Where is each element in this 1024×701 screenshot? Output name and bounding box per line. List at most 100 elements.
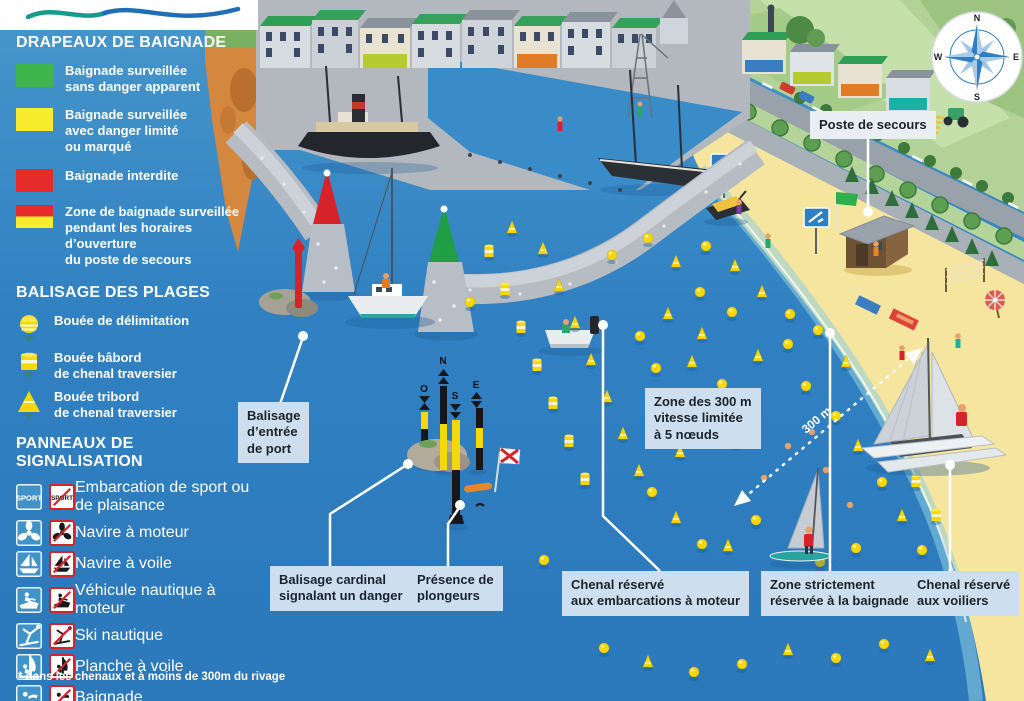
sphere-buoy bbox=[464, 296, 476, 311]
sphere-buoy bbox=[916, 544, 928, 559]
jetski-icon bbox=[16, 587, 42, 614]
windsurf-forbidden-icon bbox=[49, 654, 75, 681]
buoys-section-title: BALISAGE DES PLAGES bbox=[16, 283, 211, 301]
can-buoy bbox=[484, 244, 494, 261]
sphere-buoy bbox=[736, 658, 748, 673]
callout-chenal-moteur: Chenal réservé aux embarcations à moteur bbox=[562, 571, 750, 616]
wave-logo-blue bbox=[101, 6, 241, 18]
cardinal-south-letter: S bbox=[452, 391, 459, 402]
sailboat-icon bbox=[16, 551, 42, 578]
callout-zone-300m: Zone des 300 m vitesse limitée à 5 nœuds bbox=[645, 388, 761, 449]
cardinal-east-buoy bbox=[471, 392, 483, 470]
beach-towels bbox=[855, 295, 919, 331]
sphere-buoy bbox=[876, 476, 888, 491]
cone-buoy bbox=[617, 426, 629, 443]
buildings bbox=[260, 10, 664, 68]
sphere-buoy bbox=[642, 232, 654, 247]
cylinder-buoy-icon bbox=[21, 352, 37, 379]
legend-flag-row: Zone de baignade surveillée pendant les … bbox=[16, 204, 258, 268]
sphere-buoy bbox=[784, 308, 796, 323]
callout-presence-plongeurs: Présence de plongeurs bbox=[408, 566, 503, 611]
legend-flag-row: Baignade surveillée avec danger limité o… bbox=[16, 107, 258, 155]
cone-buoy bbox=[642, 654, 654, 671]
church-spire bbox=[660, 0, 688, 44]
road bbox=[678, 46, 1024, 238]
cone-buoy bbox=[674, 444, 686, 461]
yellow-flag-swatch bbox=[16, 108, 53, 132]
cone-buoy bbox=[896, 508, 908, 525]
port-beacon-red bbox=[298, 169, 358, 301]
motorboat bbox=[538, 316, 602, 356]
port-beacon-green bbox=[414, 205, 478, 341]
countryside bbox=[640, 0, 1024, 284]
cone-buoy-icon bbox=[18, 391, 40, 420]
sphere-buoy bbox=[646, 486, 658, 501]
sailboat-forbidden-icon bbox=[49, 551, 75, 578]
cone-buoy bbox=[696, 326, 708, 343]
callout-chenal-voiliers: Chenal réservé aux voiliers bbox=[908, 571, 1020, 616]
cardinal-east-letter: E bbox=[473, 380, 480, 391]
cone-buoy bbox=[924, 648, 936, 665]
cone-buoy bbox=[601, 389, 613, 406]
cone-buoy bbox=[852, 438, 864, 455]
sphere-buoy-icon bbox=[20, 314, 38, 342]
callout-dots bbox=[298, 207, 955, 510]
legend-flag-row: Baignade surveillée sans danger apparent bbox=[16, 63, 258, 95]
legend-buoy-row: Bouée de délimitation bbox=[16, 313, 258, 343]
volleyball-net bbox=[945, 258, 985, 292]
sphere-buoy bbox=[634, 330, 646, 345]
cone-buoy bbox=[537, 241, 549, 258]
cone-buoy bbox=[670, 510, 682, 527]
cone-buoy bbox=[633, 463, 645, 480]
red-yellow-flag-swatch bbox=[16, 204, 53, 228]
legend-flag-row: Baignade interdite bbox=[16, 168, 258, 192]
sign-row-motor: Navire à moteur bbox=[16, 520, 258, 547]
sphere-buoy bbox=[700, 240, 712, 255]
can-buoy bbox=[532, 358, 542, 375]
compass-n-label: N bbox=[974, 13, 981, 23]
waterski-icon bbox=[16, 623, 42, 650]
steamboat bbox=[298, 65, 440, 174]
can-buoy bbox=[911, 474, 921, 491]
wave-logo-teal bbox=[25, 9, 111, 20]
sphere-buoy bbox=[538, 554, 550, 569]
entrance-sailboat bbox=[345, 168, 435, 329]
waterski-forbidden-icon bbox=[49, 623, 75, 650]
can-buoy bbox=[500, 282, 510, 299]
parked-cars bbox=[779, 82, 815, 104]
callout-balisage-cardinal: Balisage cardinal signalant un danger bbox=[270, 566, 412, 611]
callout-connectors bbox=[278, 136, 952, 572]
signs-section-title: PANNEAUX DE SIGNALISATION bbox=[16, 435, 143, 471]
sphere-buoy bbox=[606, 249, 618, 264]
compass-w-label: W bbox=[934, 52, 943, 62]
cone-buoy bbox=[569, 315, 581, 332]
sphere-buoy bbox=[812, 324, 824, 339]
callout-poste-de-secours: Poste de secours bbox=[810, 111, 936, 140]
beach-umbrella bbox=[985, 290, 1005, 319]
catamaran bbox=[860, 337, 1008, 476]
cardinal-buoys: O N S E bbox=[407, 356, 487, 531]
cone-buoy bbox=[782, 642, 794, 659]
diver-flag bbox=[455, 447, 521, 507]
diving-sign bbox=[803, 207, 830, 254]
sphere-buoy bbox=[598, 642, 610, 657]
cone-buoy bbox=[585, 352, 597, 369]
green-flag-swatch bbox=[16, 64, 53, 87]
sign-row-sport: SPORT SPORT Embarcation de sport ou de p… bbox=[16, 479, 250, 515]
can-buoy bbox=[931, 508, 941, 525]
cardinal-north-letter: N bbox=[439, 356, 446, 367]
jetski-forbidden-icon bbox=[49, 587, 75, 614]
sphere-buoy bbox=[800, 380, 812, 395]
sign-row-waterski: Ski nautique bbox=[16, 623, 258, 650]
sport-forbidden-sign: SPORT bbox=[49, 484, 75, 511]
legend-buoy-row: Bouée bâbord de chenal traversier bbox=[16, 350, 258, 382]
header-strip bbox=[0, 0, 258, 30]
firs bbox=[845, 166, 999, 266]
quay-people bbox=[557, 101, 643, 131]
harbor-crane bbox=[627, 33, 669, 119]
cone-buoy bbox=[752, 348, 764, 365]
svg-text:SPORT: SPORT bbox=[16, 494, 42, 503]
swimmer-forbidden-icon bbox=[49, 685, 75, 701]
windsurf-icon bbox=[16, 654, 42, 681]
